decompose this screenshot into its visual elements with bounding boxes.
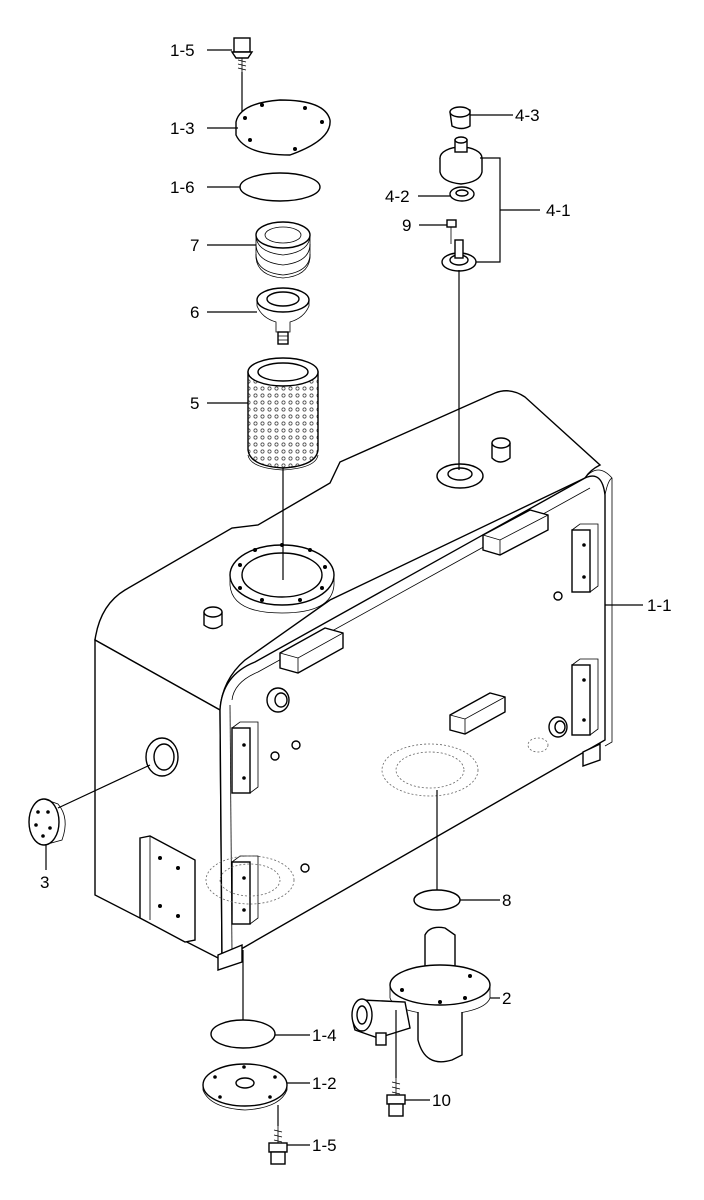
hydraulic-tank: [94, 390, 613, 971]
label-4-2: 4-2: [385, 187, 410, 206]
breather-body: [439, 136, 483, 185]
label-5: 5: [190, 394, 199, 413]
bolt-bottom: [268, 1126, 288, 1165]
bolt-top: [230, 37, 254, 72]
screw-9: [446, 219, 457, 244]
filter-4-2: [449, 186, 475, 202]
cover-plate: [235, 99, 331, 156]
label-9: 9: [402, 216, 411, 235]
plug-3: [28, 798, 66, 846]
label-8: 8: [502, 891, 511, 910]
bottom-plate-1-2: [202, 1063, 288, 1111]
label-4-1: 4-1: [546, 201, 571, 220]
label-7: 7: [190, 236, 199, 255]
gasket-8: [413, 889, 461, 911]
filter-element: [247, 357, 319, 471]
label-6: 6: [190, 303, 199, 322]
o-ring-1-6: [239, 172, 321, 202]
label-1-5-bottom: 1-5: [312, 1136, 337, 1155]
label-1-5-top: 1-5: [170, 41, 195, 60]
label-2: 2: [502, 989, 511, 1008]
label-1-1: 1-1: [647, 596, 672, 615]
label-4-3: 4-3: [515, 106, 540, 125]
label-1-3: 1-3: [170, 119, 195, 138]
bolt-10: [386, 1078, 406, 1117]
breather-base: [441, 239, 477, 272]
label-1-6: 1-6: [170, 178, 195, 197]
callout-labels: 1-5 1-3 1-6 7 6 5 4-3 4-2 4-1 9 1-1 3 8 …: [40, 41, 672, 1155]
suction-pipe-2: [351, 926, 491, 1063]
label-1-2: 1-2: [312, 1074, 337, 1093]
label-10: 10: [432, 1091, 451, 1110]
cap-4-3: [449, 106, 471, 130]
label-1-4: 1-4: [312, 1026, 337, 1045]
spring: [255, 221, 311, 279]
check-valve: [256, 287, 310, 345]
gasket-1-4: [210, 1019, 276, 1049]
leader-lines: [45, 49, 643, 1146]
label-3: 3: [40, 873, 49, 892]
